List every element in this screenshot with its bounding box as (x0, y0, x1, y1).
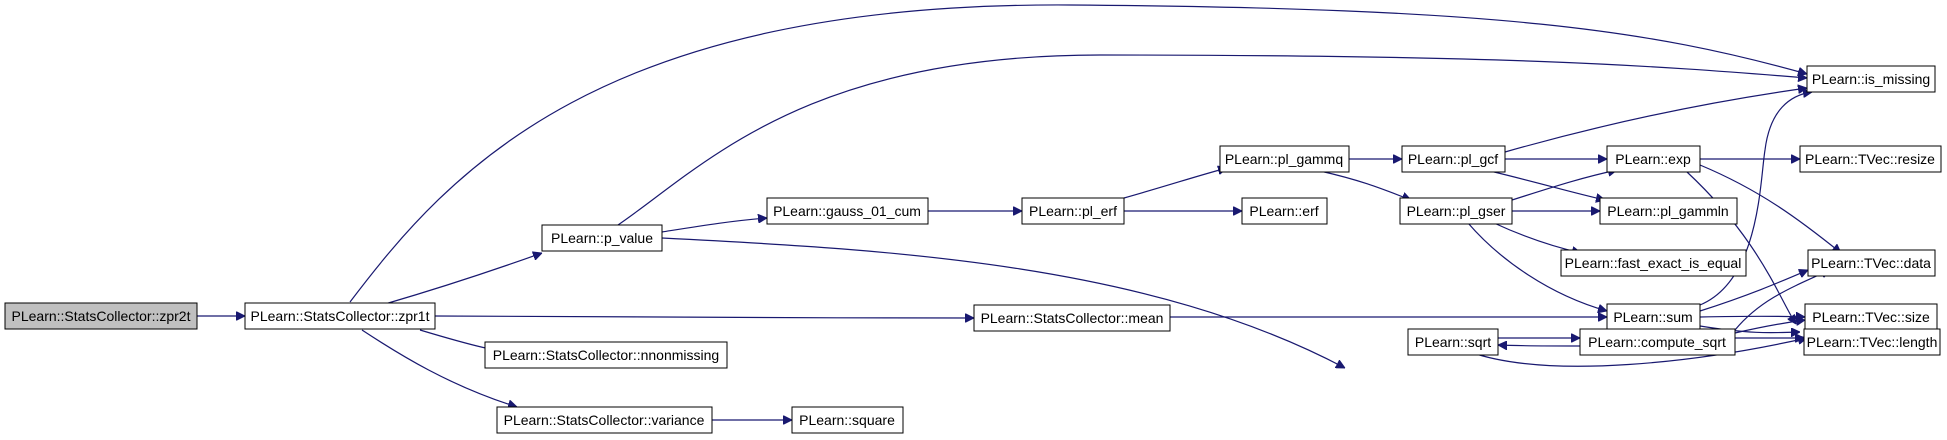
node-p_value[interactable]: PLearn::p_value (541, 224, 663, 252)
edge-pl_gammq-pl_gser (1319, 170, 1411, 200)
node-label: PLearn::StatsCollector::zpr2t (12, 308, 191, 324)
edge-sum-length (1699, 325, 1800, 333)
node-pl_gammq[interactable]: PLearn::pl_gammq (1219, 145, 1350, 173)
node-label: PLearn::pl_gcf (1408, 151, 1498, 167)
edge-pvalue-is_missing (614, 54, 1807, 228)
node-compute_sqrt[interactable]: PLearn::compute_sqrt (1579, 328, 1736, 356)
node-variance[interactable]: PLearn::StatsCollector::variance (496, 406, 713, 434)
edge-pl_gser-fast_exact (1493, 222, 1581, 253)
node-zpr2t[interactable]: PLearn::StatsCollector::zpr2t (4, 302, 198, 330)
node-gauss_01_cum[interactable]: PLearn::gauss_01_cum (766, 197, 929, 225)
node-label: PLearn::square (799, 412, 895, 428)
node-pl_erf[interactable]: PLearn::pl_erf (1021, 197, 1125, 225)
edge-sum-data (1699, 270, 1808, 312)
node-label: PLearn::pl_gammq (1225, 151, 1343, 167)
edge-pl_erf-pl_gammq (1123, 168, 1227, 199)
node-nnonmissing[interactable]: PLearn::StatsCollector::nnonmissing (484, 341, 728, 369)
edge-exp-data (1699, 164, 1841, 253)
node-label: PLearn::TVec::resize (1805, 151, 1935, 167)
edge-pl_gser-exp (1511, 170, 1617, 201)
node-size[interactable]: PLearn::TVec::size (1804, 303, 1938, 331)
node-label: PLearn::pl_erf (1029, 203, 1117, 219)
node-label: PLearn::sum (1613, 309, 1692, 325)
node-erf[interactable]: PLearn::erf (1241, 197, 1328, 225)
edge-pl_gcf-pl_gammln (1489, 170, 1605, 200)
edge-zpr1t-is_missing (349, 4, 1807, 303)
node-label: PLearn::fast_exact_is_equal (1565, 255, 1742, 271)
node-label: PLearn::TVec::data (1811, 255, 1931, 271)
edge-pl_gcf-is_missing (1504, 88, 1807, 153)
node-label: PLearn::StatsCollector::nnonmissing (493, 347, 719, 363)
node-pl_gser[interactable]: PLearn::pl_gser (1399, 197, 1513, 225)
node-pl_gammln[interactable]: PLearn::pl_gammln (1599, 197, 1738, 225)
node-label: PLearn::gauss_01_cum (773, 203, 921, 219)
node-label: PLearn::is_missing (1812, 71, 1930, 87)
edge-sum-size (1699, 316, 1805, 317)
edge-pvalue-gauss (661, 218, 767, 233)
node-label: PLearn::StatsCollector::zpr1t (251, 308, 430, 324)
node-pl_gcf[interactable]: PLearn::pl_gcf (1401, 145, 1506, 173)
node-mean[interactable]: PLearn::StatsCollector::mean (973, 304, 1171, 332)
node-resize[interactable]: PLearn::TVec::resize (1799, 145, 1942, 173)
edge-compute_sqrt-sqrt (1498, 345, 1581, 346)
edge-zpr1t-mean (434, 316, 974, 318)
edge-sqrt-length (1469, 338, 1807, 367)
edge-pl_gser-sum (1467, 222, 1607, 311)
node-label: PLearn::sqrt (1415, 334, 1491, 350)
node-fast_exact_is_equal[interactable]: PLearn::fast_exact_is_equal (1560, 249, 1747, 277)
node-sqrt[interactable]: PLearn::sqrt (1407, 328, 1499, 356)
edge-pvalue-sqrt (661, 237, 1345, 369)
edge-zpr1t-variance (361, 329, 517, 407)
node-zpr1t[interactable]: PLearn::StatsCollector::zpr1t (244, 302, 436, 330)
node-data[interactable]: PLearn::TVec::data (1807, 249, 1936, 277)
node-length[interactable]: PLearn::TVec::length (1803, 328, 1941, 356)
edge-exp-length (1686, 171, 1796, 324)
node-label: PLearn::compute_sqrt (1588, 334, 1726, 350)
node-label: PLearn::erf (1249, 203, 1318, 219)
node-square[interactable]: PLearn::square (791, 406, 904, 434)
node-label: PLearn::TVec::size (1812, 309, 1930, 325)
node-label: PLearn::pl_gammln (1607, 203, 1728, 219)
node-is_missing[interactable]: PLearn::is_missing (1806, 65, 1936, 93)
node-label: PLearn::StatsCollector::variance (504, 412, 705, 428)
edge-compute_sqrt-size (1734, 320, 1805, 334)
edge-zpr1t-p_value (384, 253, 542, 305)
node-exp[interactable]: PLearn::exp (1606, 145, 1701, 173)
node-label: PLearn::p_value (551, 230, 653, 246)
node-label: PLearn::StatsCollector::mean (981, 310, 1164, 326)
node-label: PLearn::TVec::length (1807, 334, 1938, 350)
node-label: PLearn::pl_gser (1407, 203, 1506, 219)
node-label: PLearn::exp (1615, 151, 1691, 167)
node-sum[interactable]: PLearn::sum (1606, 303, 1701, 331)
